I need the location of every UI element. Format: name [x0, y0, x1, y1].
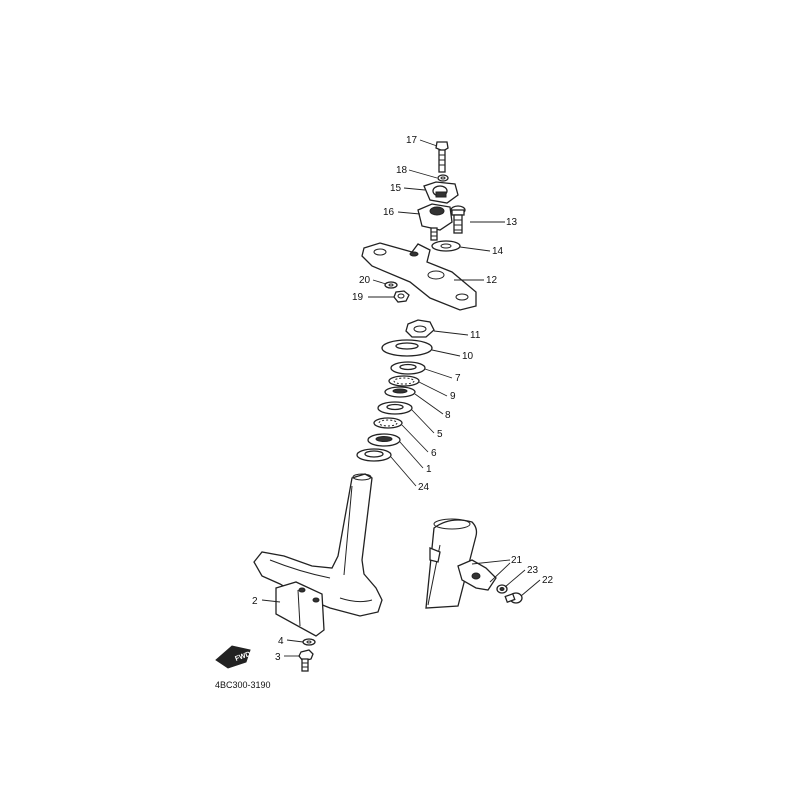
- callout-16: 16: [383, 207, 395, 218]
- part-2-bracket: [275, 581, 325, 637]
- callout-2: 2: [252, 596, 258, 607]
- part-24-seal: [356, 448, 392, 462]
- callout-15: 15: [390, 183, 402, 194]
- callout-22: 22: [542, 575, 554, 586]
- callout-7: 7: [455, 373, 461, 384]
- callout-17: 17: [406, 135, 418, 146]
- part-21-clamp: [429, 547, 497, 591]
- callout-24: 24: [418, 482, 430, 493]
- callout-8: 8: [445, 410, 451, 421]
- part-18-washer: [437, 174, 449, 182]
- callout-4: 4: [278, 636, 284, 647]
- callout-20: 20: [359, 275, 371, 286]
- part-3-bolt: [298, 649, 314, 672]
- part-7-race: [390, 361, 426, 375]
- callout-5: 5: [437, 429, 443, 440]
- part-9-ball-bearing: [388, 375, 420, 387]
- leader-lines: [261, 139, 541, 657]
- fork-tube: [425, 518, 478, 609]
- part-19-nut: [393, 290, 410, 303]
- part-15-upper-holder: [423, 181, 459, 204]
- callout-10: 10: [462, 351, 474, 362]
- callout-9: 9: [450, 391, 456, 402]
- part-11-ring-nut: [405, 319, 435, 338]
- part-16-lower-holder: [417, 203, 453, 241]
- part-4-washer: [302, 638, 316, 646]
- callout-21: 21: [511, 555, 523, 566]
- part-13-bolt: [450, 205, 466, 234]
- fwd-arrow-icon: FWD: [215, 645, 252, 669]
- callout-19: 19: [352, 292, 364, 303]
- part-6-ball-bearing: [373, 417, 403, 429]
- part-14-washer: [431, 240, 461, 252]
- callout-11: 11: [470, 330, 481, 341]
- part-10-cover: [381, 339, 433, 357]
- part-22-screw: [504, 592, 523, 604]
- part-1-race: [367, 433, 401, 447]
- callout-1: 1: [426, 464, 432, 475]
- callout-labels: 17 18 15 16 13 14 12 20 19 11 10 7 9 8 5…: [252, 135, 554, 663]
- part-17-bolt: [435, 141, 449, 173]
- part-code: 4BC300-3190: [215, 680, 271, 690]
- part-20-washer: [384, 281, 398, 289]
- part-5-race: [377, 401, 413, 415]
- callout-3: 3: [275, 652, 281, 663]
- callout-14: 14: [492, 246, 504, 257]
- part-23-washer: [496, 584, 508, 594]
- callout-18: 18: [396, 165, 408, 176]
- callout-6: 6: [431, 448, 437, 459]
- callout-13: 13: [506, 217, 518, 228]
- callout-12: 12: [486, 275, 498, 286]
- part-8-race: [384, 386, 416, 398]
- part-12-upper-bracket: [361, 242, 477, 311]
- callout-23: 23: [527, 565, 539, 576]
